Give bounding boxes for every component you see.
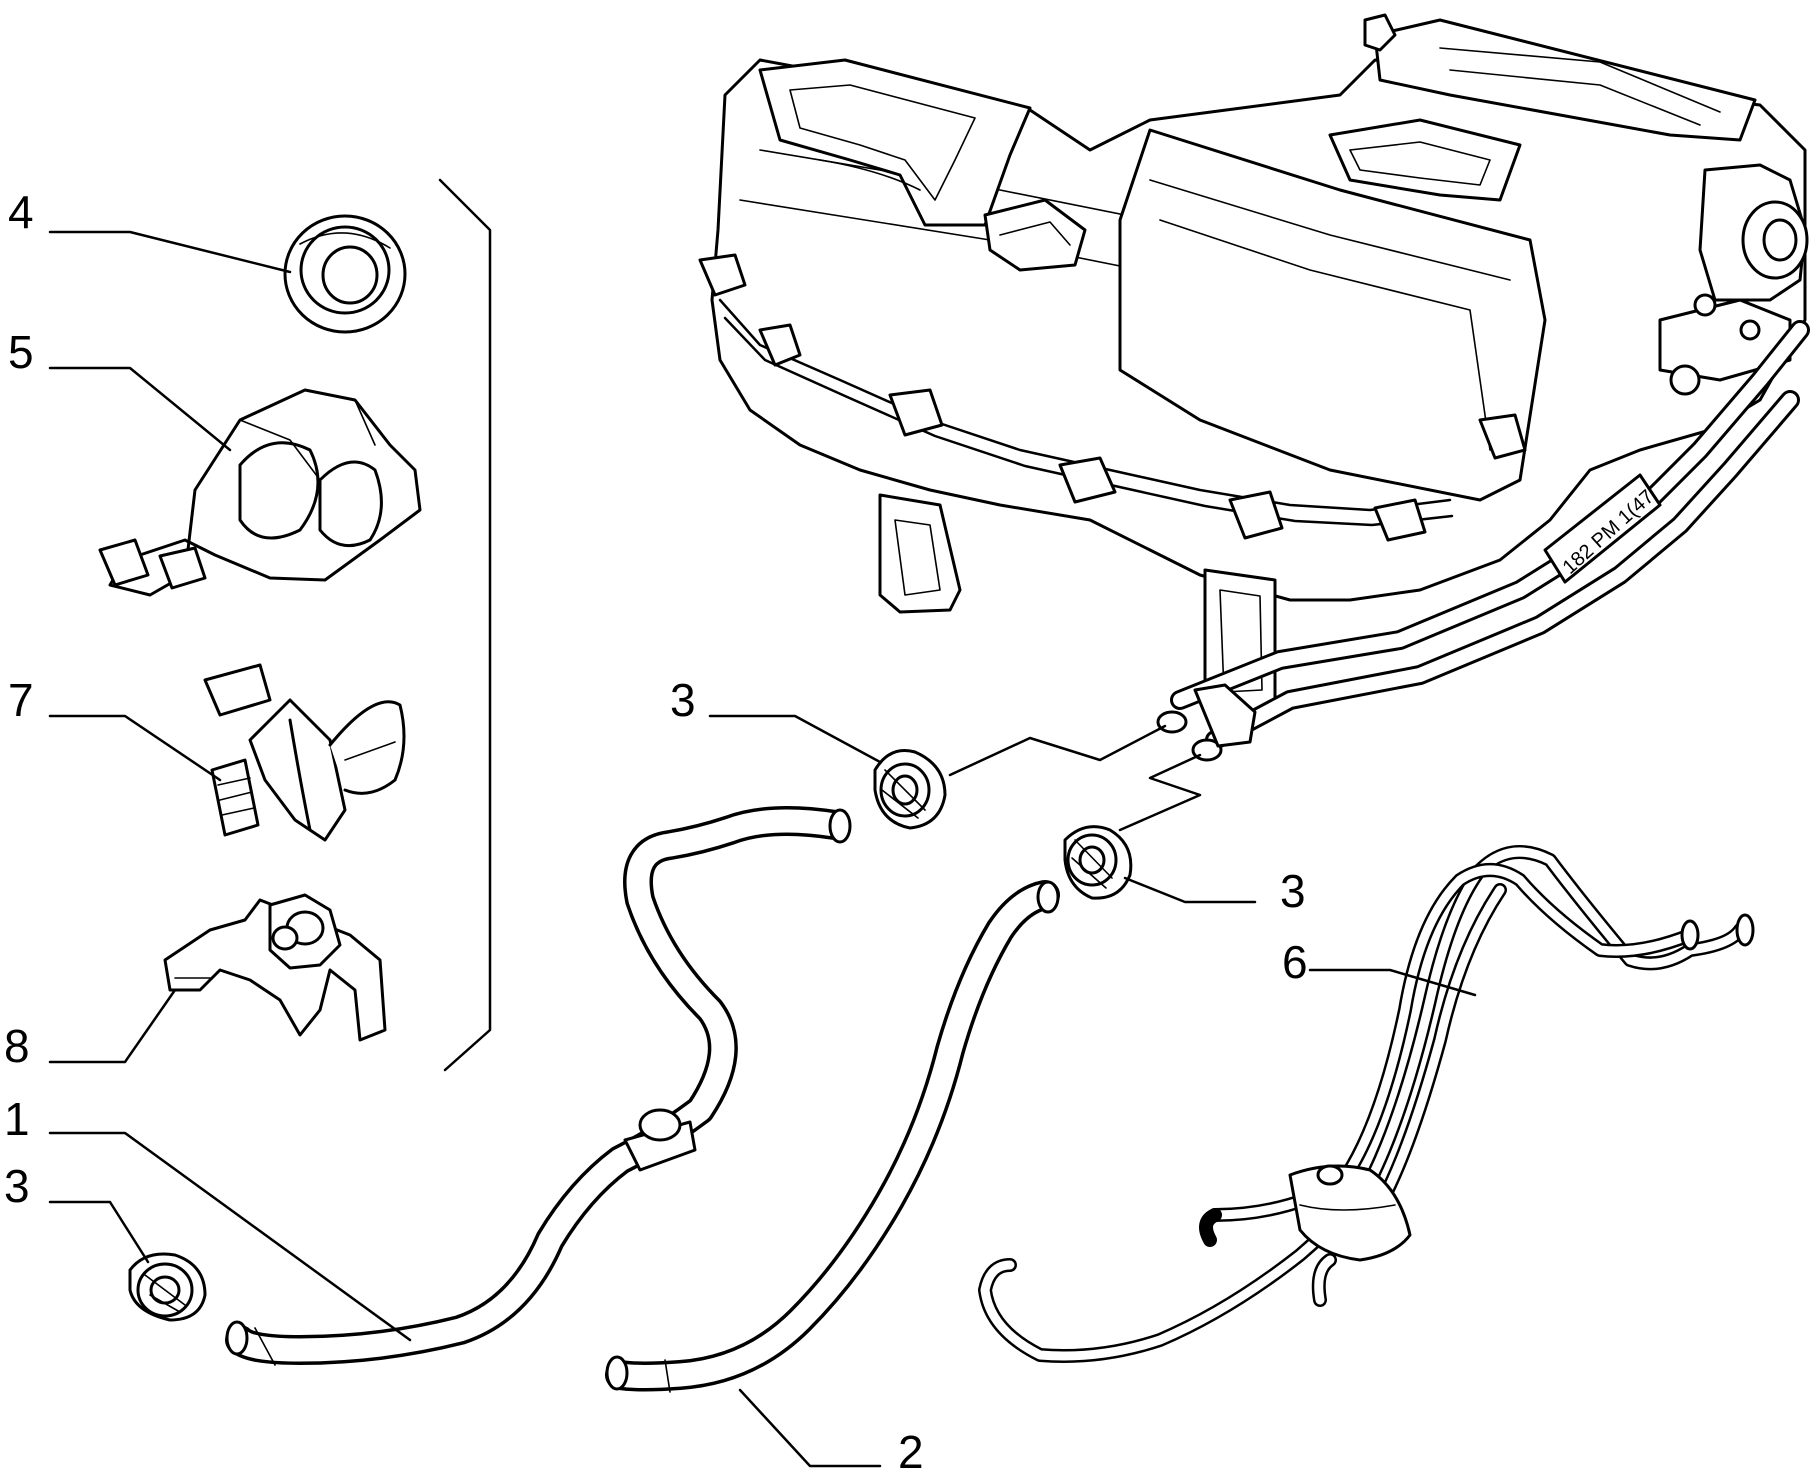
leader-6 bbox=[1308, 968, 1477, 997]
leader-5 bbox=[48, 366, 232, 452]
part-5-double-pipe-bracket bbox=[98, 388, 422, 597]
callout-4: 4 bbox=[8, 186, 34, 238]
leader-4 bbox=[48, 230, 292, 274]
callout-7: 7 bbox=[8, 674, 34, 726]
part-3-hose-clamp-lower bbox=[128, 1252, 207, 1322]
callout-2: 2 bbox=[898, 1426, 924, 1470]
part-3-hose-clamp-upper bbox=[873, 749, 947, 830]
leader-clamp-to-pipe-lower bbox=[1118, 753, 1202, 832]
callout-3-right: 3 bbox=[1280, 865, 1306, 917]
leader-3-right bbox=[1123, 876, 1257, 904]
callout-5: 5 bbox=[8, 326, 34, 378]
leader-8 bbox=[48, 988, 177, 1064]
leader-3-top bbox=[708, 714, 882, 764]
part-3-hose-clamp-middle bbox=[1063, 825, 1133, 900]
leader-3-left bbox=[48, 1200, 150, 1264]
part-4-seal-ring bbox=[283, 214, 407, 334]
heater-unit-housing bbox=[698, 13, 1809, 717]
callout-8: 8 bbox=[4, 1020, 30, 1072]
part-7-strap-clip bbox=[203, 663, 406, 842]
parts-group-bracket-line bbox=[438, 178, 492, 1072]
callout-1: 1 bbox=[4, 1093, 30, 1145]
part-6-pipe-assembly bbox=[978, 845, 1755, 1363]
part-8-mounting-bracket bbox=[163, 893, 387, 1042]
leader-1 bbox=[48, 1131, 412, 1342]
leader-7 bbox=[48, 714, 222, 782]
callout-6: 6 bbox=[1282, 936, 1308, 988]
callout-3-top: 3 bbox=[670, 674, 696, 726]
leader-clamp-to-pipe-upper bbox=[948, 724, 1167, 777]
leader-2 bbox=[738, 1388, 882, 1468]
callout-3-left: 3 bbox=[4, 1160, 30, 1212]
part-1-heater-hose bbox=[225, 806, 852, 1366]
part-2-heater-hose bbox=[605, 880, 1060, 1393]
heater-core-pipes bbox=[1156, 320, 1810, 762]
